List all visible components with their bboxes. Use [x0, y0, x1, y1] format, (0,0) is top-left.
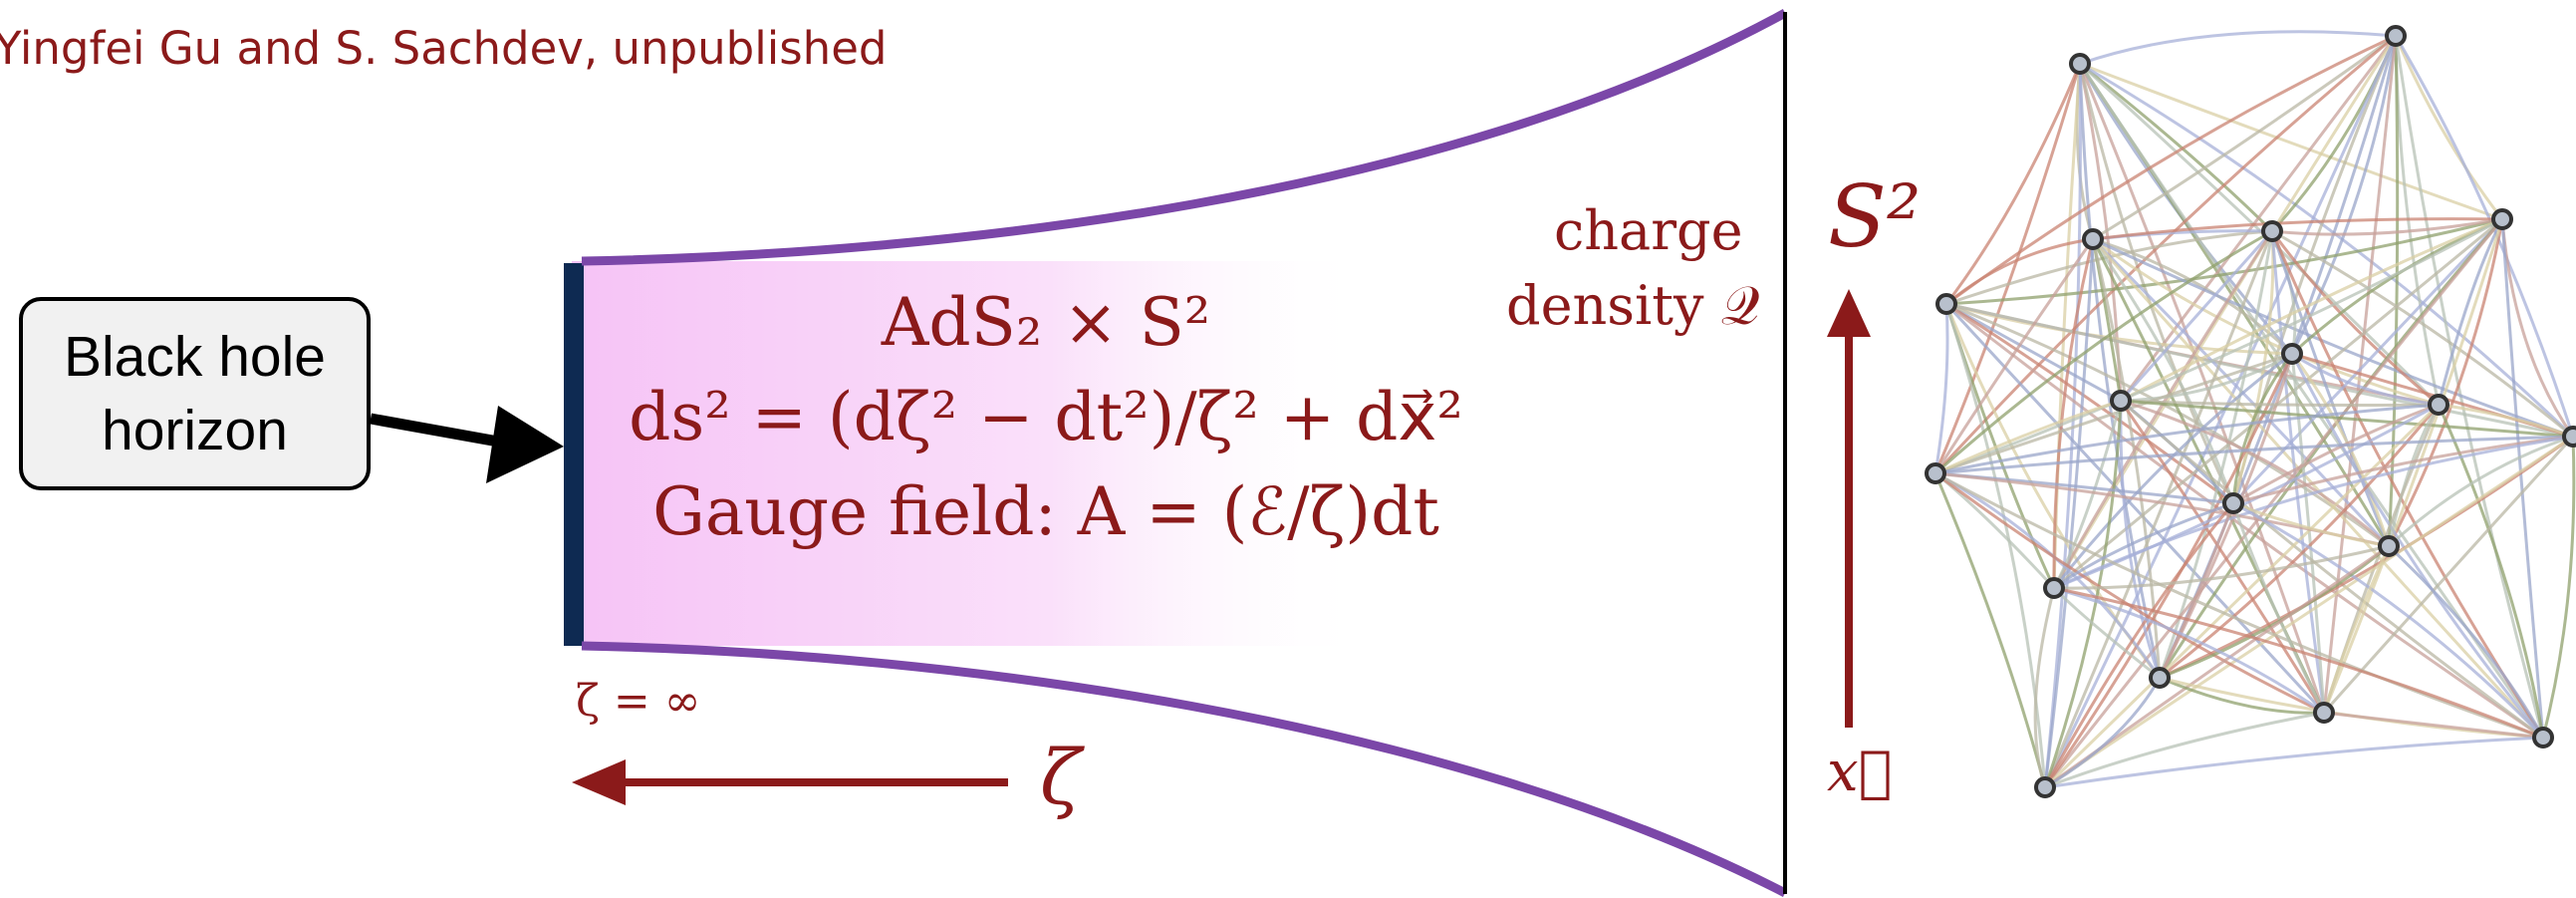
network-node: [2430, 396, 2447, 414]
random-graph-network: [1927, 27, 2576, 796]
network-node: [2263, 222, 2281, 240]
zeta-infinity-label: ζ = ∞: [576, 676, 700, 727]
zeta-axis-label: ζ: [1040, 733, 1081, 821]
network-node: [2151, 669, 2169, 687]
eq-line-1: AdS₂ × S²: [598, 284, 1494, 361]
network-node: [2380, 537, 2398, 555]
x-arrowhead: [1827, 289, 1871, 337]
network-node: [2036, 778, 2054, 796]
charge-label-1: charge: [1554, 199, 1743, 262]
network-node: [2493, 210, 2511, 228]
network-edge: [1935, 354, 2292, 473]
network-edge: [2080, 64, 2292, 354]
network-node: [2283, 345, 2301, 363]
eq-line-2: ds² = (dζ² − dt²)/ζ² + dx⃗²: [588, 379, 1504, 455]
zeta-arrowhead: [572, 759, 626, 805]
network-edge: [1935, 405, 2439, 473]
network-edge: [2160, 678, 2543, 738]
network-node: [1937, 295, 1955, 313]
horizon-pointer-arrowhead: [486, 406, 564, 483]
network-node: [2084, 230, 2102, 248]
s2-label: S²: [1828, 167, 1921, 267]
network-node: [2071, 55, 2089, 73]
network-edge: [2543, 437, 2574, 738]
network-edge: [2389, 36, 2398, 546]
network-node: [2224, 494, 2242, 512]
eq-line-3: Gauge field: A = (ℰ/ζ)dt: [598, 473, 1494, 550]
charge-label-2: density 𝒬: [1506, 274, 1759, 338]
network-node: [2534, 729, 2552, 747]
network-node: [2112, 392, 2130, 410]
horizon-bar: [564, 263, 584, 646]
x-vector-label: x⃗: [1827, 740, 1892, 804]
network-edge: [2121, 36, 2396, 401]
lower-boundary-curve: [582, 646, 1785, 893]
network-node: [1927, 464, 1944, 482]
network-node: [2387, 27, 2405, 45]
network-edge: [1946, 304, 2045, 787]
network-edge: [2035, 588, 2054, 787]
horizon-pointer-arrow: [371, 419, 498, 442]
network-node: [2045, 579, 2063, 597]
network-node: [2564, 428, 2576, 446]
network-node: [2315, 704, 2333, 722]
